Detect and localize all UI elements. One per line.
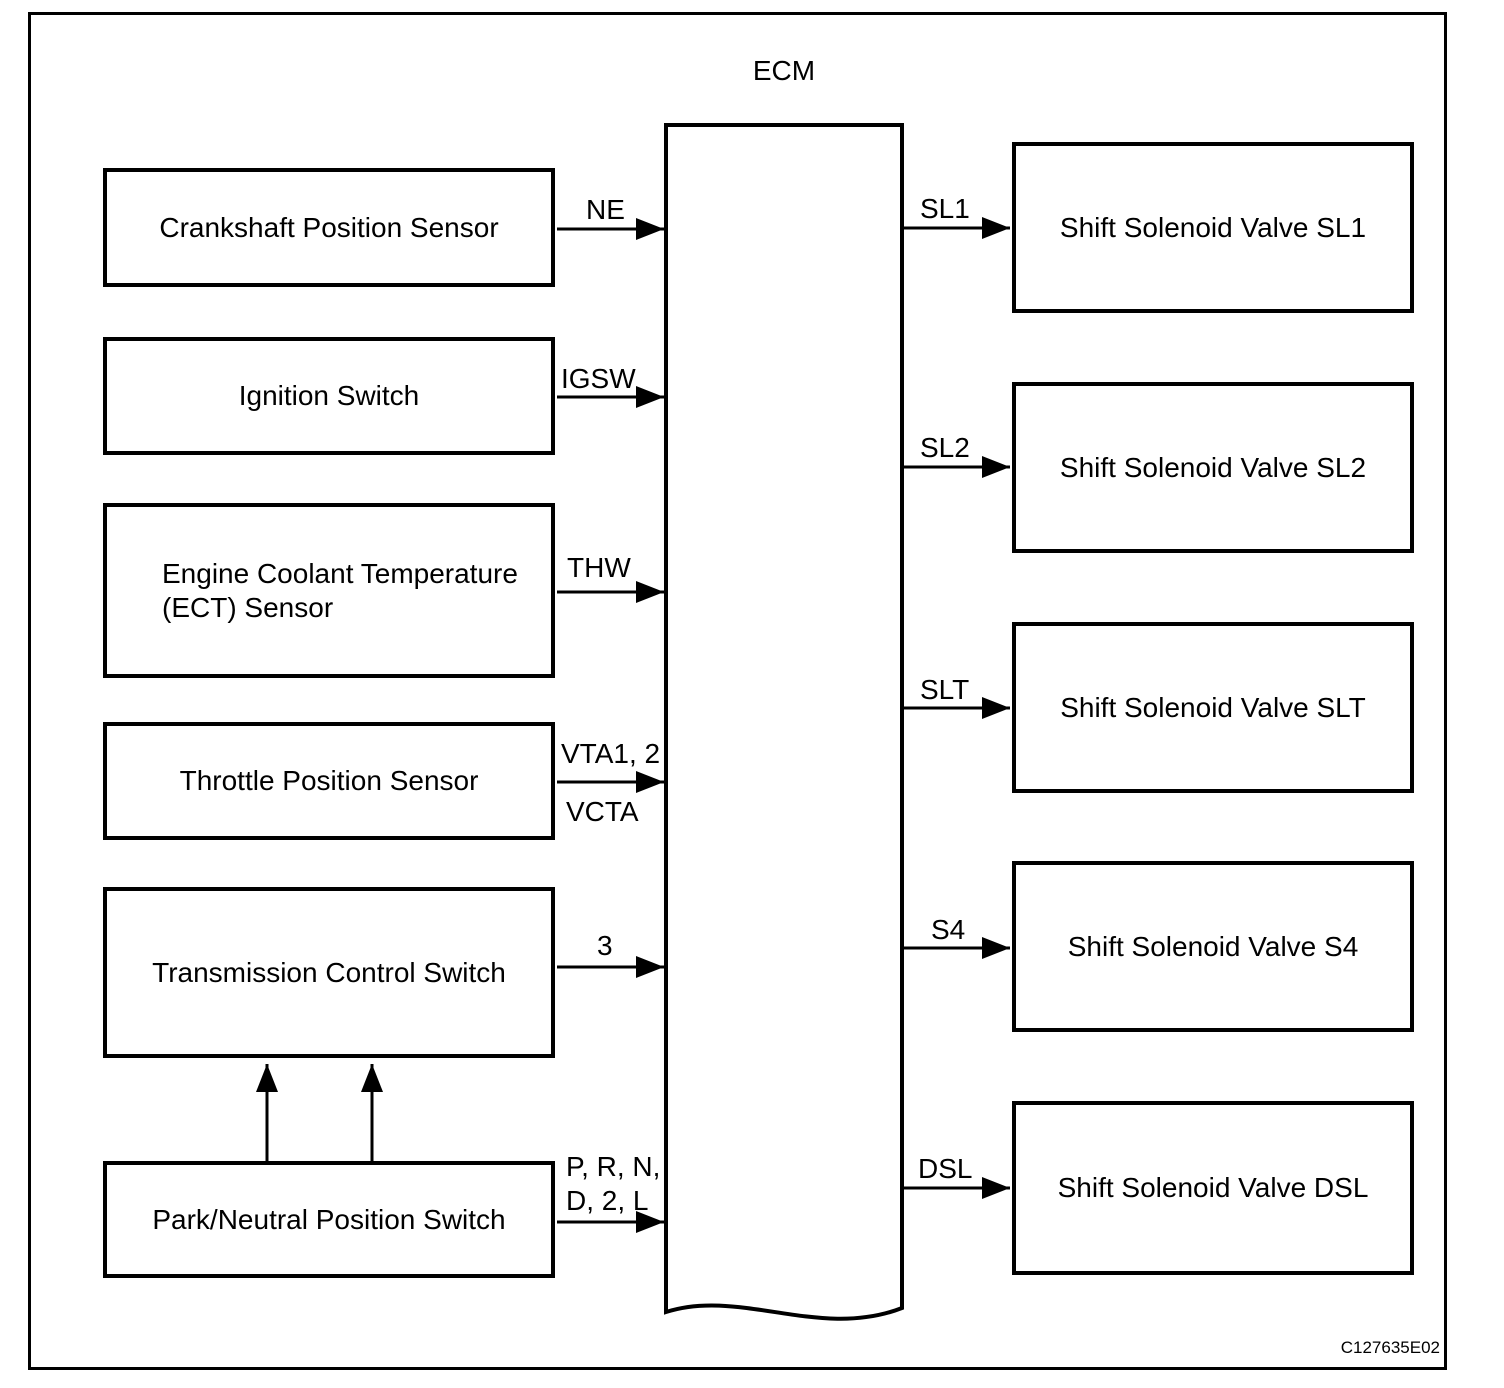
- input-box-label: Ignition Switch: [238, 380, 420, 411]
- signal-label-d-2-l: D, 2, L: [566, 1185, 649, 1216]
- diagram-outer-border: [28, 12, 1447, 1370]
- output-box-shift-solenoid-valve-sl2: Shift Solenoid Valve SL2: [1012, 382, 1414, 553]
- input-box-crankshaft-position-sensor: Crankshaft Position Sensor: [103, 168, 555, 287]
- signal-label-sl2: SL2: [920, 432, 970, 463]
- signal-label-igsw: IGSW: [561, 363, 636, 394]
- output-box-shift-solenoid-valve-slt: Shift Solenoid Valve SLT: [1012, 622, 1414, 793]
- figure-code: C127635E02: [1340, 1338, 1440, 1357]
- signal-label-3: 3: [597, 930, 613, 961]
- signal-label-slt: SLT: [920, 674, 970, 705]
- ect-label-line-1: Engine Coolant Temperature: [162, 557, 518, 589]
- signal-label-vcta: VCTA: [566, 796, 639, 827]
- signal-label-s4: S4: [931, 914, 966, 945]
- input-box-label: Throttle Position Sensor: [179, 765, 479, 796]
- input-box-throttle-position-sensor: Throttle Position Sensor: [103, 722, 555, 840]
- input-box-label: Transmission Control Switch: [152, 956, 506, 988]
- input-box-label: Crankshaft Position Sensor: [159, 211, 499, 243]
- input-box-transmission-control-switch: Transmission Control Switch: [103, 887, 555, 1058]
- output-box-shift-solenoid-valve-sl1: Shift Solenoid Valve SL1: [1012, 142, 1414, 313]
- signal-label-sl1: SL1: [920, 193, 970, 224]
- output-box-label: Shift Solenoid Valve DSL: [1057, 1172, 1369, 1203]
- signal-label-vta1-2: VTA1, 2: [561, 738, 661, 769]
- ecm-box: [664, 123, 904, 1321]
- input-box-engine-coolant-temperature-sensor: Engine Coolant Temperature (ECT) Sensor: [103, 503, 555, 678]
- signal-label-ne: NE: [586, 194, 625, 225]
- signal-label-thw: THW: [567, 552, 631, 583]
- ect-label-line-2: (ECT) Sensor: [162, 591, 334, 623]
- input-box-label: Park/Neutral Position Switch: [152, 1203, 506, 1235]
- ecm-title: ECM: [752, 55, 816, 86]
- output-box-label: Shift Solenoid Valve S4: [1067, 930, 1359, 962]
- input-box-ignition-switch: Ignition Switch: [103, 337, 555, 455]
- output-box-label: Shift Solenoid Valve SL2: [1059, 451, 1367, 483]
- output-box-shift-solenoid-valve-s4: Shift Solenoid Valve S4: [1012, 861, 1414, 1032]
- signal-label-dsl: DSL: [918, 1153, 973, 1184]
- output-box-shift-solenoid-valve-dsl: Shift Solenoid Valve DSL: [1012, 1101, 1414, 1275]
- output-box-label: Shift Solenoid Valve SLT: [1060, 691, 1366, 723]
- signal-label-p-r-n: P, R, N,: [566, 1151, 661, 1182]
- input-box-label: Engine Coolant Temperature (ECT) Sensor: [162, 557, 518, 625]
- output-box-label: Shift Solenoid Valve SL1: [1059, 211, 1367, 243]
- input-box-park-neutral-position-switch: Park/Neutral Position Switch: [103, 1161, 555, 1278]
